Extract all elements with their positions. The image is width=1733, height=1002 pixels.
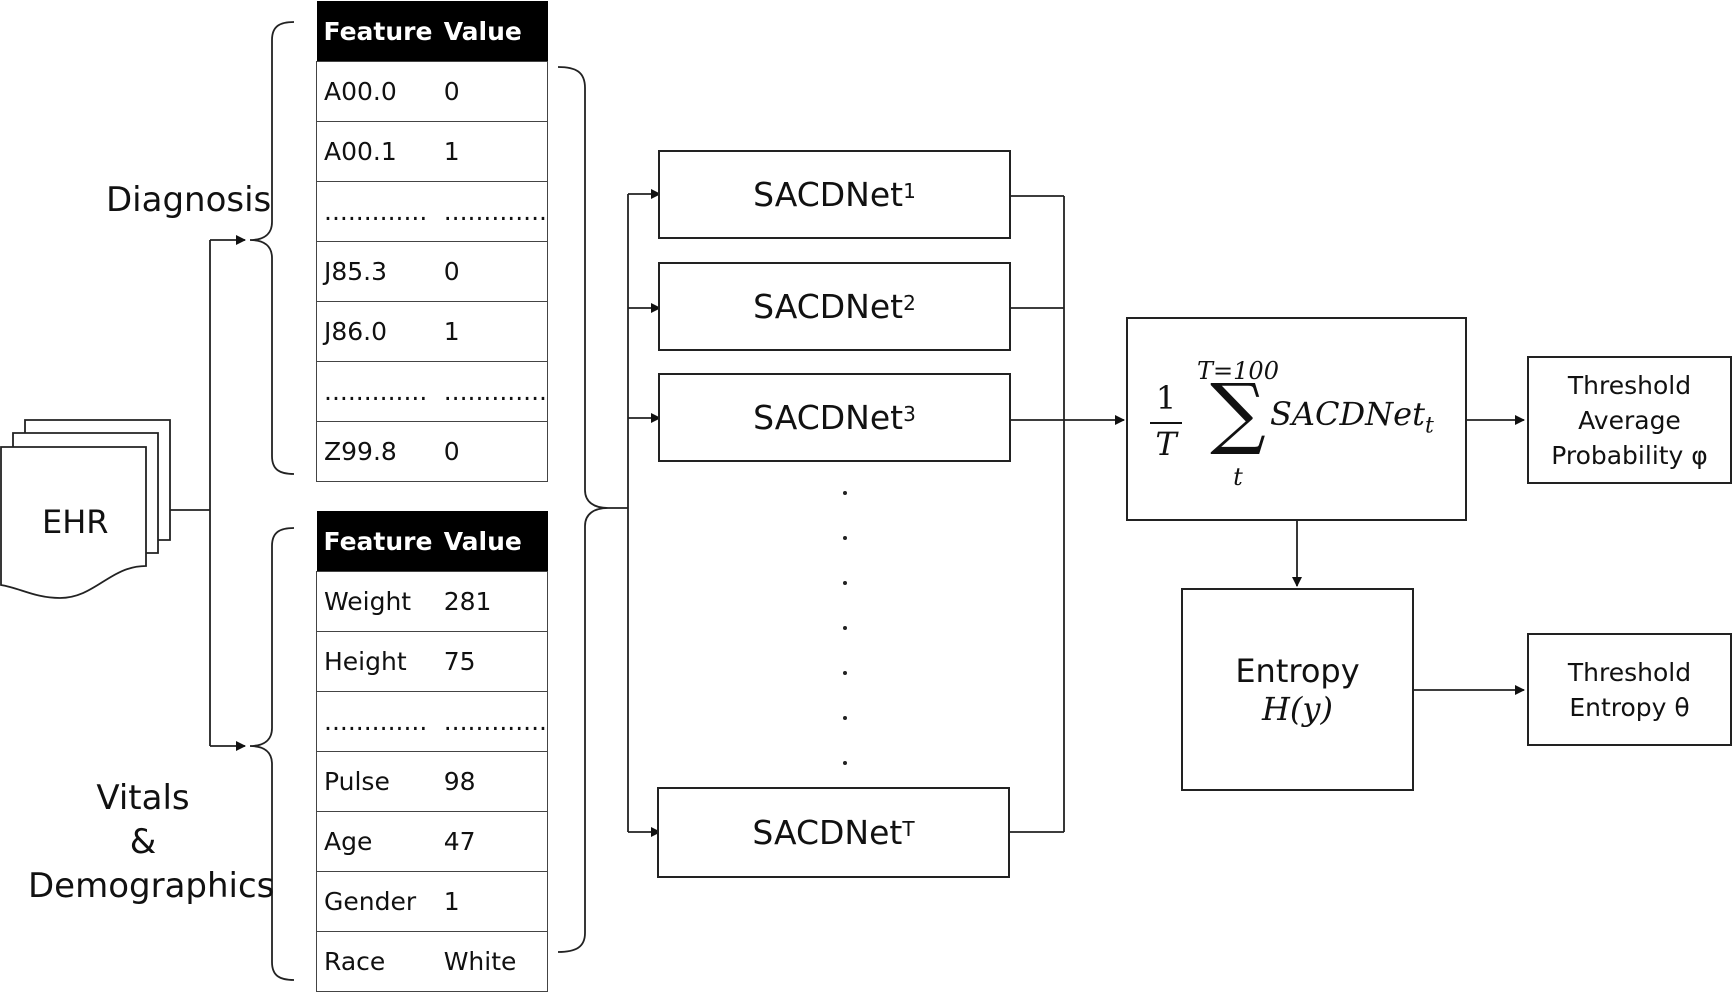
ellipsis-dot bbox=[843, 716, 847, 720]
cell-feature: A00.1 bbox=[315, 121, 437, 182]
cell-value: 0 bbox=[436, 241, 548, 302]
cell-value: 1 bbox=[436, 121, 548, 182]
merge-brace bbox=[557, 66, 609, 953]
cell-feature: Pulse bbox=[315, 751, 437, 812]
cell-value: 98 bbox=[436, 751, 548, 812]
vitals-group-label: Vitals & Demographics bbox=[28, 776, 275, 909]
table-row: .......................... bbox=[315, 361, 548, 422]
sum-term: SACDNett bbox=[1270, 395, 1434, 439]
ellipsis-dot bbox=[843, 671, 847, 675]
cell-value: ............. bbox=[436, 361, 548, 422]
fraction-numerator: 1 bbox=[1155, 379, 1177, 417]
cell-value: 1 bbox=[436, 871, 548, 932]
cell-feature: Age bbox=[315, 811, 437, 872]
fraction-bar bbox=[1150, 422, 1182, 424]
cell-feature: ............. bbox=[315, 691, 437, 752]
cell-feature: J86.0 bbox=[315, 301, 437, 362]
threshold-entropy-line1: Threshold bbox=[1567, 657, 1692, 687]
vitals-label-line2: & bbox=[129, 822, 157, 863]
threshold-prob-line2: Average bbox=[1578, 405, 1681, 435]
table-row: .......................... bbox=[315, 181, 548, 242]
diagnosis-table-header: Feature Value bbox=[316, 1, 548, 62]
cell-feature: Z99.8 bbox=[315, 421, 437, 482]
cell-feature: ............. bbox=[315, 181, 437, 242]
cell-value: 0 bbox=[436, 421, 548, 482]
cell-value: 1 bbox=[436, 301, 548, 362]
fraction-denominator: T bbox=[1155, 425, 1177, 463]
entropy-formula: H(y) bbox=[1262, 689, 1333, 728]
threshold-prob-line3: Probability φ bbox=[1551, 440, 1708, 470]
cell-feature: ............. bbox=[315, 361, 437, 422]
ellipsis-dot bbox=[843, 491, 847, 495]
ensemble-average-box: 1 T T=100 ∑ t SACDNett bbox=[1126, 317, 1467, 521]
diagnosis-group-label: Diagnosis bbox=[106, 180, 272, 220]
cell-feature: J85.3 bbox=[315, 241, 437, 302]
vitals-table-header: Feature Value bbox=[316, 511, 548, 572]
ellipsis-dot bbox=[843, 626, 847, 630]
threshold-prob-line1: Threshold bbox=[1567, 370, 1692, 400]
header-feature: Feature bbox=[316, 511, 437, 572]
header-value: Value bbox=[436, 1, 548, 62]
fanin-lines bbox=[1010, 195, 1065, 833]
ehr-label: EHR bbox=[42, 503, 109, 541]
cell-feature: Gender bbox=[315, 871, 437, 932]
header-feature: Feature bbox=[316, 1, 437, 62]
diagnosis-brace bbox=[249, 21, 295, 475]
ellipsis-dot bbox=[843, 536, 847, 540]
summation-symbol: ∑ bbox=[1210, 368, 1266, 458]
entropy-title: Entropy bbox=[1235, 651, 1360, 690]
cell-feature: Weight bbox=[315, 571, 437, 632]
cell-value: White bbox=[436, 931, 548, 992]
header-value: Value bbox=[436, 511, 548, 572]
cell-value: 281 bbox=[436, 571, 548, 632]
sum-upper-limit: T=100 bbox=[1197, 357, 1279, 385]
cell-value: 0 bbox=[436, 61, 548, 122]
cell-value: ............. bbox=[436, 691, 548, 752]
cell-value: 75 bbox=[436, 631, 548, 692]
cell-value: ............. bbox=[436, 181, 548, 242]
cell-feature: Race bbox=[315, 931, 437, 992]
threshold-probability-box: Threshold Average Probability φ bbox=[1527, 356, 1732, 484]
entropy-box: Entropy H(y) bbox=[1181, 588, 1414, 791]
cell-feature: A00.0 bbox=[315, 61, 437, 122]
cell-feature: Height bbox=[315, 631, 437, 692]
ellipsis-dot bbox=[843, 581, 847, 585]
threshold-entropy-box: Threshold Entropy θ bbox=[1527, 633, 1732, 746]
vitals-brace bbox=[249, 527, 295, 981]
threshold-entropy-line2: Entropy θ bbox=[1569, 692, 1690, 722]
vitals-label-line1: Vitals bbox=[96, 778, 190, 818]
ellipsis-dot bbox=[843, 761, 847, 765]
sum-lower-index: t bbox=[1233, 463, 1243, 491]
table-row: .......................... bbox=[315, 691, 548, 752]
cell-value: 47 bbox=[436, 811, 548, 872]
ehr-document-icon bbox=[0, 419, 171, 599]
vitals-label-line3: Demographics bbox=[28, 866, 275, 907]
